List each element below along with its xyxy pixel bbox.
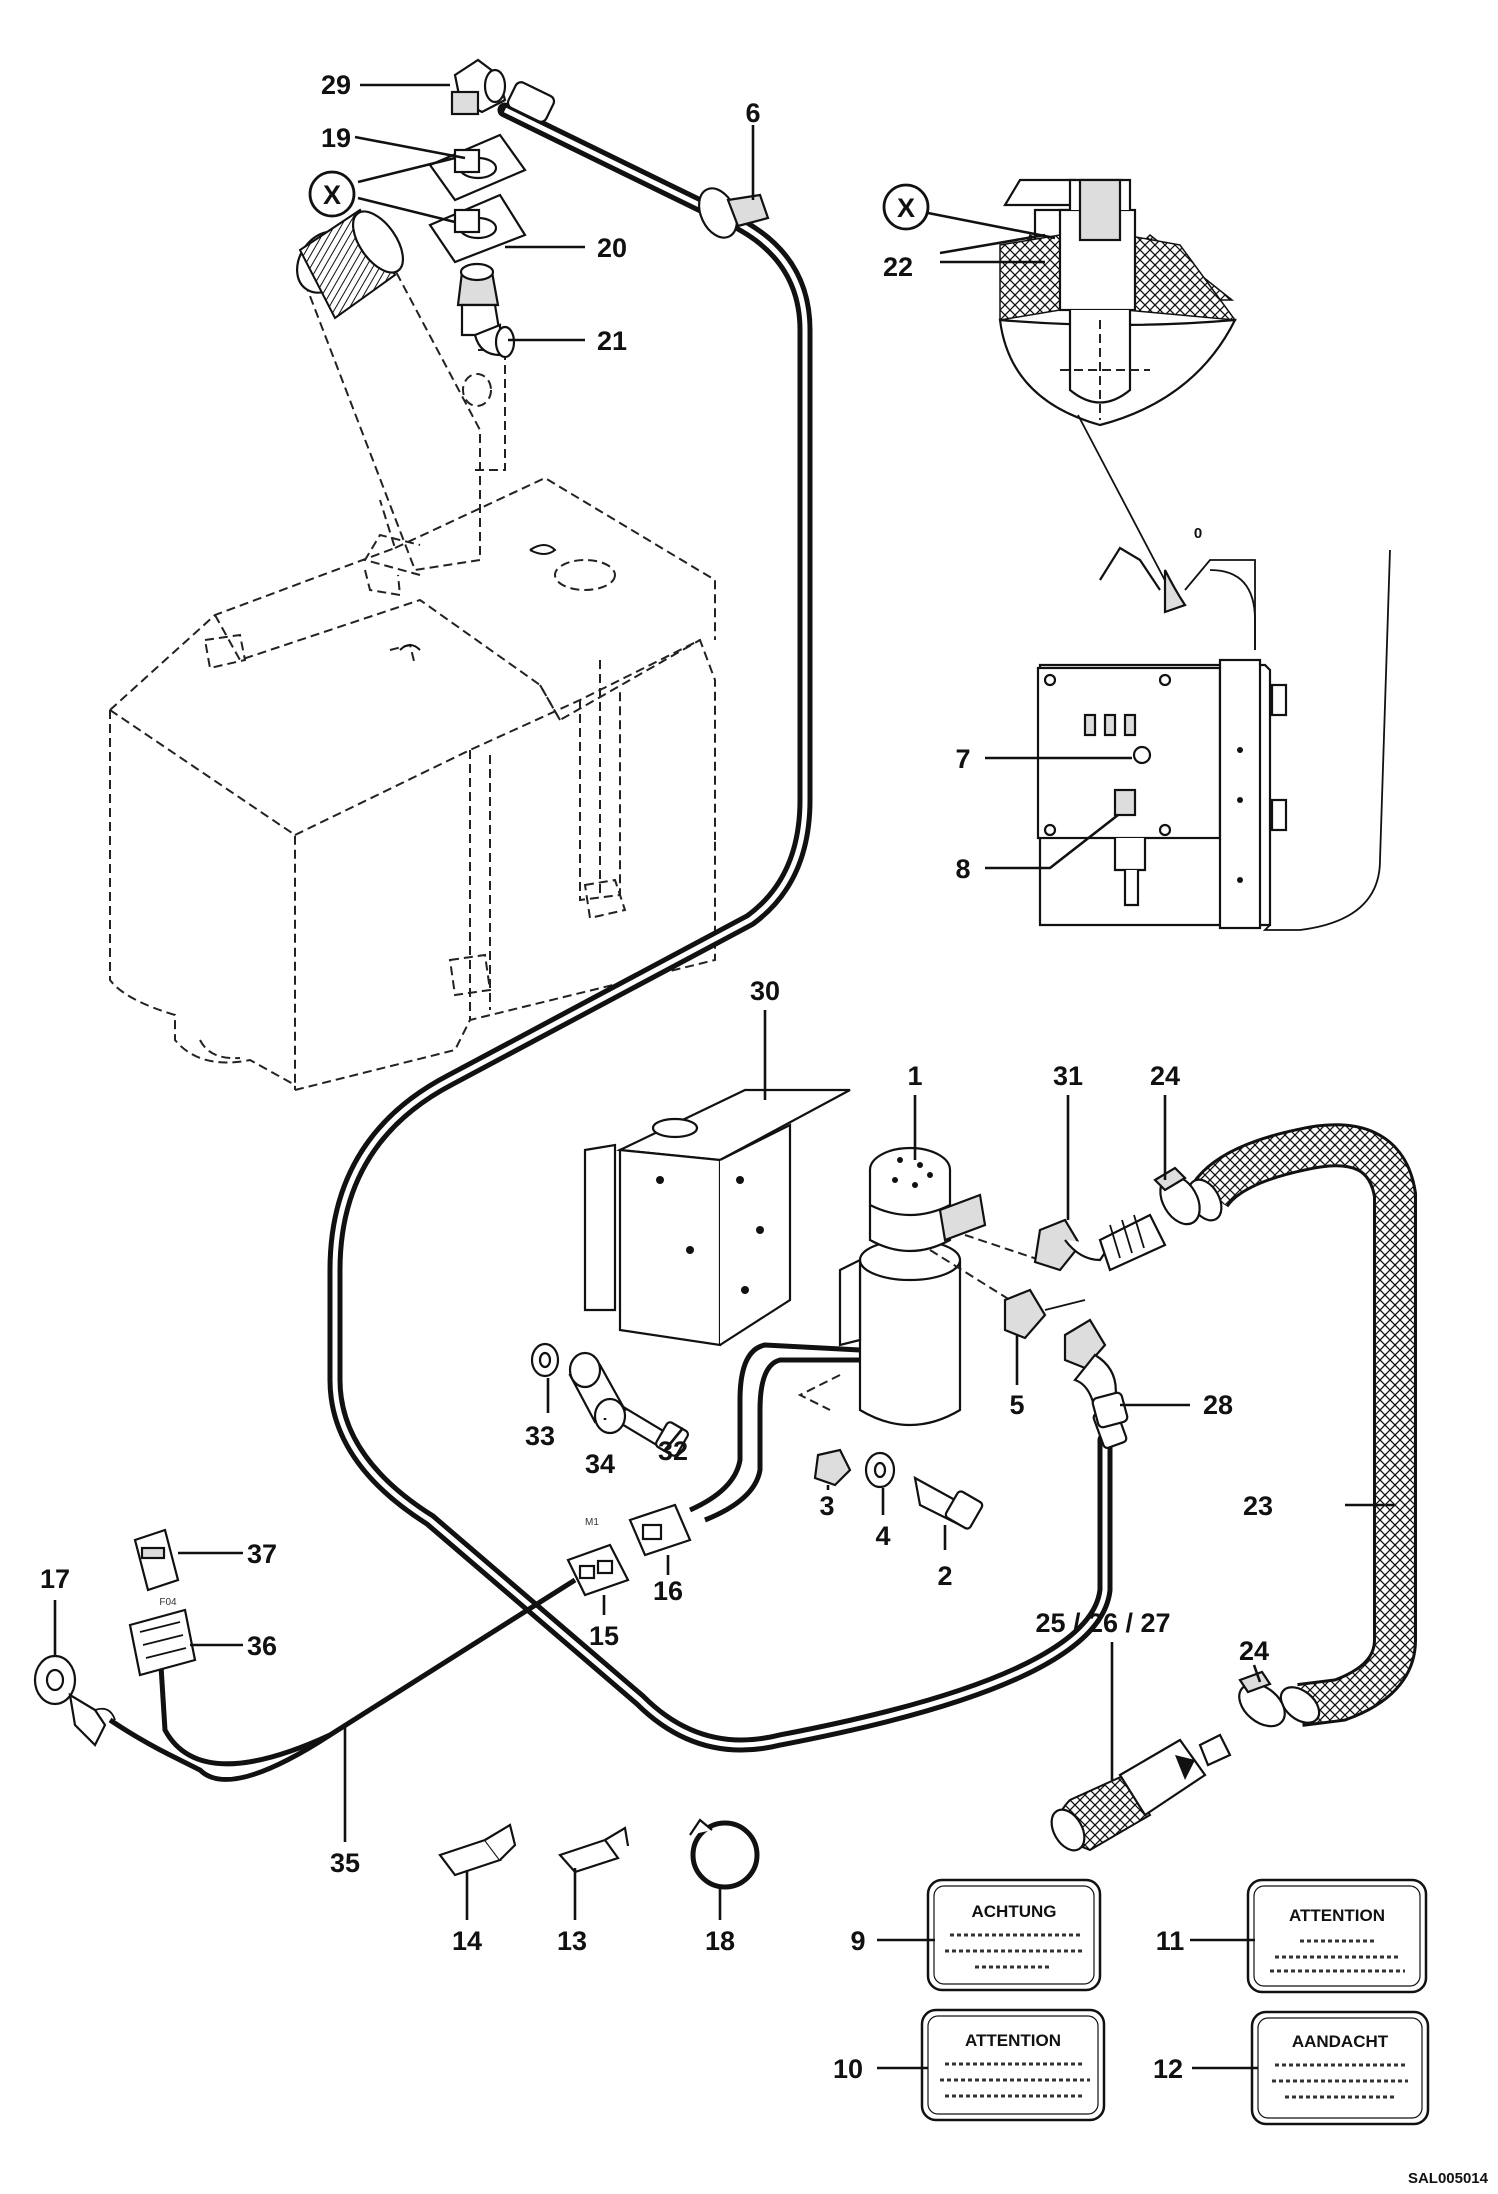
callout-30: 30 bbox=[750, 976, 780, 1006]
callout-22: 22 bbox=[883, 252, 913, 282]
spring-sleeve bbox=[1098, 1213, 1167, 1272]
callouts: 29 19 20 21 6 22 0 7 8 30 1 31 24 5 28 2… bbox=[40, 70, 1273, 2084]
fuse-37 bbox=[133, 1528, 180, 1592]
callout-10: 10 bbox=[833, 2054, 863, 2084]
callout-21: 21 bbox=[597, 326, 627, 356]
detail-marker-x-right-label: X bbox=[897, 193, 915, 223]
callout-34: 34 bbox=[585, 1449, 615, 1479]
callout-20: 20 bbox=[597, 233, 627, 263]
warning-decal-11: ATTENTION bbox=[1246, 1878, 1428, 1994]
callout-31: 31 bbox=[1053, 1061, 1083, 1091]
control-box bbox=[1036, 546, 1391, 931]
callout-8: 8 bbox=[955, 854, 970, 884]
callout-35: 35 bbox=[330, 1848, 360, 1878]
detail-marker-x-left-label: X bbox=[323, 180, 341, 210]
ring-terminal-17 bbox=[33, 1654, 116, 1747]
callout-25-26-27: 25 / 26 / 27 bbox=[1035, 1608, 1170, 1638]
warning-decal-10: ATTENTION bbox=[920, 2008, 1106, 2122]
callout-18: 18 bbox=[705, 1926, 735, 1956]
decal-10-title: ATTENTION bbox=[965, 2031, 1061, 2050]
warning-decal-9: ACHTUNG bbox=[926, 1878, 1102, 1992]
clamp-plate-20 bbox=[428, 193, 527, 264]
detail-marker-x-left bbox=[308, 170, 356, 218]
callout-14: 14 bbox=[452, 1926, 482, 1956]
filler-neck-cap bbox=[296, 208, 405, 320]
braided-hose-23 bbox=[1187, 1123, 1417, 1727]
hose-clamp-24-bottom bbox=[1238, 1670, 1286, 1728]
callout-33: 33 bbox=[525, 1421, 555, 1451]
callout-15: 15 bbox=[589, 1621, 619, 1651]
connector-mark-m1: M1 bbox=[585, 1517, 599, 1528]
decal-12-title: AANDACHT bbox=[1292, 2032, 1389, 2051]
decal-11-title: ATTENTION bbox=[1289, 1906, 1385, 1925]
callout-12: 12 bbox=[1153, 2054, 1183, 2084]
warning-decal-12: AANDACHT bbox=[1250, 2010, 1430, 2126]
washer-4 bbox=[864, 1451, 896, 1489]
callout-23: 23 bbox=[1243, 1491, 1273, 1521]
flat-receptacle-14 bbox=[438, 1823, 517, 1877]
decal-9-title: ACHTUNG bbox=[972, 1902, 1057, 1921]
mounting-bracket-30 bbox=[583, 1088, 851, 1347]
cable-tie-18 bbox=[689, 1818, 760, 1890]
callout-24-bottom: 24 bbox=[1239, 1636, 1269, 1666]
callout-16: 16 bbox=[653, 1576, 683, 1606]
callout-17: 17 bbox=[40, 1564, 70, 1594]
elbow-fitting-28 bbox=[1063, 1318, 1129, 1429]
callout-5: 5 bbox=[1009, 1390, 1024, 1420]
callout-1: 1 bbox=[907, 1061, 922, 1091]
nut-3 bbox=[813, 1448, 852, 1487]
detail-x-cap bbox=[998, 178, 1237, 427]
callout-37: 37 bbox=[247, 1539, 277, 1569]
callout-28: 28 bbox=[1203, 1390, 1233, 1420]
connector-mark-f04: F04 bbox=[159, 1597, 177, 1608]
connector-15 bbox=[566, 1543, 630, 1597]
fitting-29 bbox=[450, 58, 507, 116]
fuse-holder-36 bbox=[128, 1608, 197, 1677]
drawing-code: SAL005014 bbox=[1408, 2170, 1489, 2187]
callout-29: 29 bbox=[321, 70, 351, 100]
washer-33 bbox=[530, 1342, 560, 1378]
hose-clamp-24-top bbox=[1153, 1166, 1201, 1226]
callout-7: 7 bbox=[955, 744, 970, 774]
callout-0: 0 bbox=[1194, 525, 1202, 542]
callout-3: 3 bbox=[819, 1491, 834, 1521]
callout-19: 19 bbox=[321, 123, 351, 153]
union-nut-5 bbox=[1003, 1288, 1086, 1340]
callout-32: 32 bbox=[658, 1436, 688, 1466]
bolt-2 bbox=[913, 1475, 984, 1530]
hose-clip-6 bbox=[697, 187, 770, 239]
callout-6: 6 bbox=[745, 98, 760, 128]
union-nut-31 bbox=[1033, 1218, 1111, 1272]
clamp-plate-19 bbox=[428, 133, 527, 202]
suction-strainer bbox=[1050, 1733, 1232, 1852]
flat-receptacle-13 bbox=[558, 1826, 630, 1874]
callout-13: 13 bbox=[557, 1926, 587, 1956]
fuel-tank-outline bbox=[109, 208, 716, 1091]
leader-lines bbox=[53, 83, 1395, 2070]
callout-9: 9 bbox=[850, 1926, 865, 1956]
callout-4: 4 bbox=[875, 1521, 890, 1551]
connector-16 bbox=[628, 1503, 692, 1557]
callout-2: 2 bbox=[937, 1561, 952, 1591]
elbow-fitting-21 bbox=[456, 262, 516, 359]
spacer-34 bbox=[568, 1351, 627, 1435]
detail-marker-x-right bbox=[882, 183, 930, 231]
callout-36: 36 bbox=[247, 1631, 277, 1661]
callout-24-top: 24 bbox=[1150, 1061, 1180, 1091]
wiring-harness-35 bbox=[108, 1342, 861, 1782]
callout-11: 11 bbox=[1156, 1926, 1185, 1956]
fuel-pump-1 bbox=[838, 1146, 1041, 1426]
